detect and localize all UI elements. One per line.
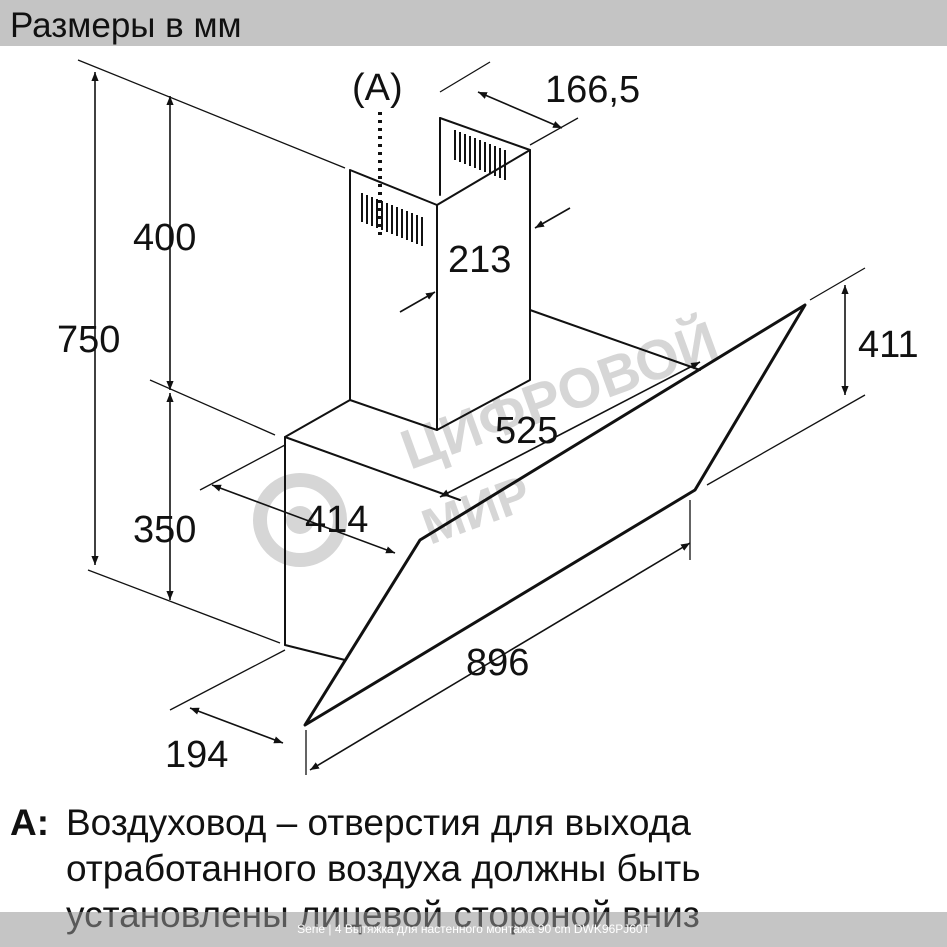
arrow-213-top — [534, 207, 571, 229]
label-166-5: 166,5 — [545, 69, 640, 111]
caption-bar: Serie | 4 Вытяжка для настенного монтажа… — [0, 912, 947, 947]
dimension-labels: 166,5 213 400 750 350 414 525 411 896 19… — [57, 69, 919, 776]
footnote-line: отработанного воздуха должны быть — [66, 848, 701, 889]
label-896: 896 — [466, 642, 529, 684]
label-213: 213 — [448, 239, 511, 281]
callout-a: (A) — [352, 67, 403, 240]
footnote-line: Воздуховод – отверстия для выхода — [66, 802, 691, 843]
header-bar: Размеры в мм — [0, 0, 947, 46]
label-350: 350 — [133, 509, 196, 551]
dimension-arrows — [91, 72, 849, 771]
arrow-414 — [211, 484, 396, 554]
label-414: 414 — [305, 499, 368, 541]
arrow-896 — [309, 542, 691, 771]
extension-lines — [77, 59, 866, 775]
duct-grille — [361, 130, 506, 246]
arrow-525 — [439, 361, 701, 498]
label-400: 400 — [133, 217, 196, 259]
arrow-213-bottom — [399, 291, 436, 313]
page-title: Размеры в мм — [10, 6, 242, 45]
callout-a-label: (A) — [352, 67, 403, 109]
label-411: 411 — [858, 324, 919, 366]
label-525: 525 — [495, 410, 558, 452]
label-194: 194 — [165, 734, 228, 776]
caption-text: Serie | 4 Вытяжка для настенного монтажа… — [297, 922, 650, 936]
arrow-1665 — [477, 91, 563, 129]
arrow-194 — [189, 707, 284, 744]
dimension-drawing: ЦИФРОВОЙ МИР (A) — [57, 59, 919, 776]
label-750: 750 — [57, 319, 120, 361]
footnote-key: A: — [10, 802, 50, 843]
